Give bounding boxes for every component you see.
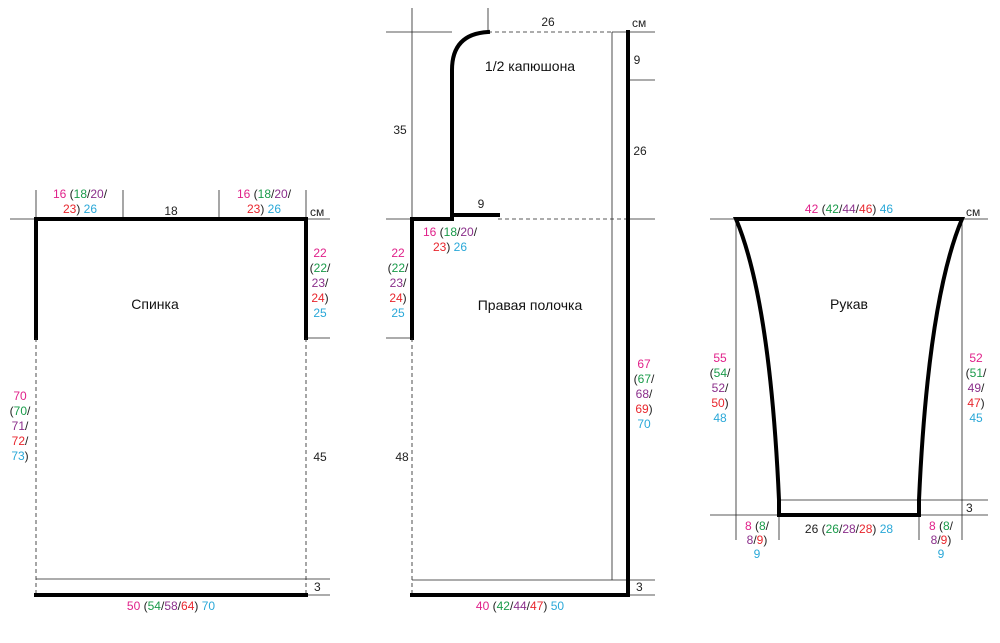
hood-height: 35 (393, 123, 407, 137)
sleeve-rib-height: 3 (966, 501, 973, 515)
back-shoulder-left-line2: 23) 26 (63, 202, 97, 216)
sleeve-right-length: 52(51/49/47)45 (966, 351, 987, 425)
back-lower-length: 45 (313, 450, 327, 464)
hood-width: 26 (541, 15, 555, 29)
sleeve-unit-label: см (966, 205, 980, 219)
hood-outline (450, 29, 491, 217)
back-outline (34, 217, 308, 340)
sleeve-left-taper: 8 (8/8/9)9 (745, 519, 770, 561)
sleeve-cuff-width: 26 (26/28/28) 28 (805, 522, 893, 536)
front-shoulder-line2: 23) 26 (433, 240, 467, 254)
hood-side-length: 26 (633, 144, 647, 158)
sleeve-outline (732, 217, 966, 517)
front-total-length: 67(67/68/69)70 (634, 357, 655, 431)
back-neck-width: 18 (164, 204, 178, 218)
back-shoulder-left-line1: 16 (18/20/ (53, 187, 108, 201)
back-title: Спинка (131, 296, 179, 312)
back-total-length: 70(70/71/72/73) (10, 389, 31, 463)
front-lower-length: 48 (395, 450, 409, 464)
back-shoulder-right-line2: 23) 26 (247, 202, 281, 216)
sleeve-piece: Рукав 42 (42/44/46) 46 см 55(54/52/50)48… (710, 202, 988, 561)
back-rib-height: 3 (314, 580, 321, 594)
hood-base-width: 9 (478, 197, 485, 211)
front-armhole-depth: 22(22/23/24)25 (388, 246, 409, 320)
front-unit-label: см (632, 16, 646, 30)
hood-title: 1/2 капюшона (485, 58, 575, 74)
front-rib-height: 3 (636, 580, 643, 594)
back-width: 50 (54/58/64) 70 (127, 599, 215, 613)
front-piece: 1/2 капюшона Правая полочка 26 см 9 35 2… (386, 8, 655, 613)
back-piece: Спинка см 18 16 (18/20/ 23) 26 16 (18/20… (10, 187, 331, 613)
back-unit-label: см (310, 205, 324, 219)
front-shoulder-line1: 16 (18/20/ (423, 225, 478, 239)
front-shoulder-outline (410, 217, 454, 340)
sleeve-right-taper: 8 (8/8/9)9 (929, 519, 954, 561)
front-width: 40 (42/44/47) 50 (476, 599, 564, 613)
back-armhole-depth: 22(22/23/24)25 (310, 246, 331, 320)
sleeve-title: Рукав (830, 296, 868, 312)
front-title: Правая полочка (478, 297, 583, 313)
sleeve-left-length: 55(54/52/50)48 (710, 351, 731, 425)
sleeve-top-width: 42 (42/44/46) 46 (805, 202, 893, 216)
hood-top-depth: 9 (634, 53, 641, 67)
back-shoulder-right-line1: 16 (18/20/ (237, 187, 292, 201)
